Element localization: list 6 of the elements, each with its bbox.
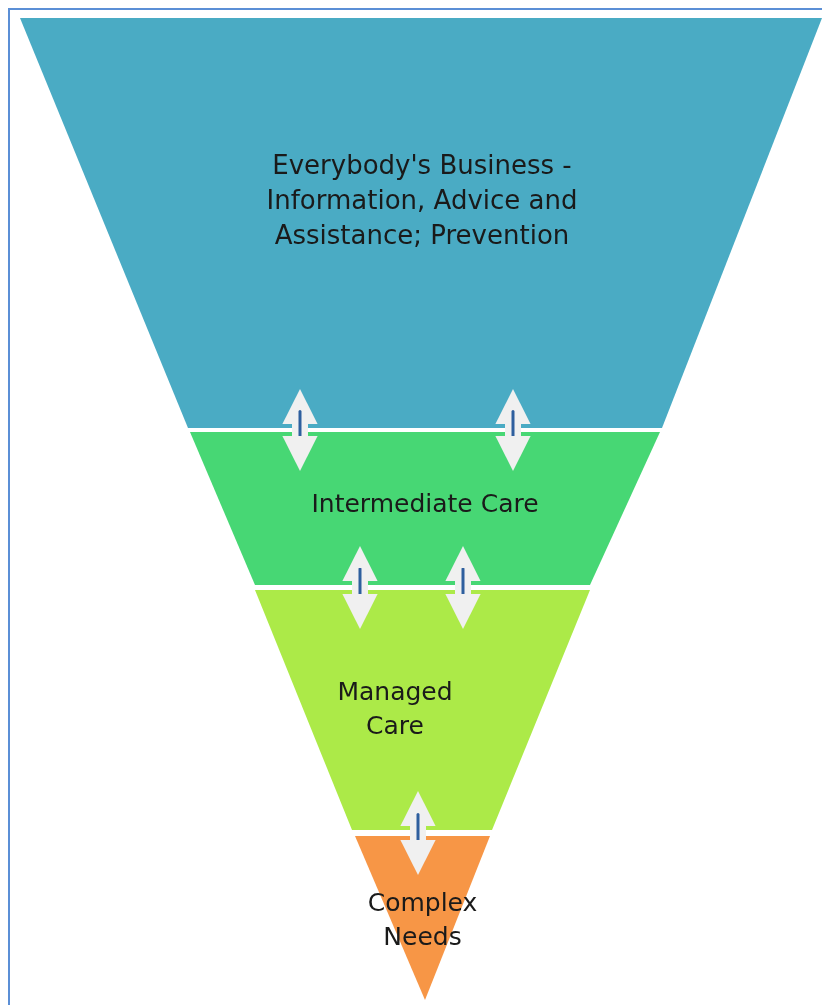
funnel-band bbox=[255, 590, 590, 830]
band-label: Everybody's Business - Information, Advice and Assistance; Prevention bbox=[265, 149, 579, 253]
band-label: Intermediate Care bbox=[310, 488, 540, 520]
funnel-band bbox=[190, 432, 660, 585]
band-label: Managed Care bbox=[336, 676, 454, 742]
funnel-band bbox=[20, 18, 822, 428]
